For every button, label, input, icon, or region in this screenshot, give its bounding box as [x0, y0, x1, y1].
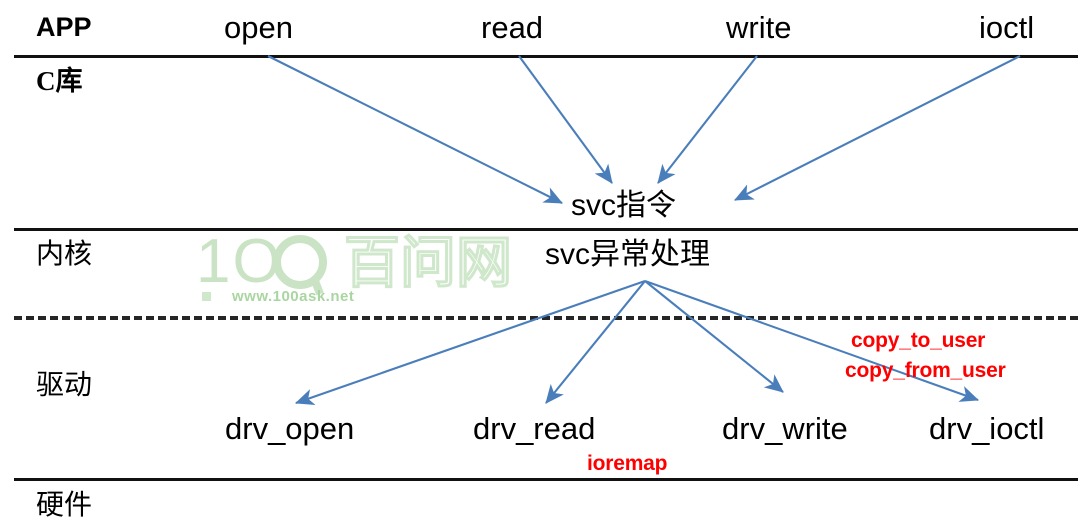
annotation-copy-from-user: copy_from_user: [845, 359, 1006, 382]
layer-label-app: APP: [36, 12, 92, 42]
app-call-read: read: [481, 10, 544, 45]
layer-label-hardware: 硬件: [36, 490, 93, 521]
divider-driver-hw: [14, 478, 1078, 481]
app-call-open: open: [224, 10, 293, 45]
svc-exception-node: svc异常处理: [545, 240, 710, 270]
svc-instruction-mnemonic: svc: [571, 189, 616, 222]
driver-call-drv-write: drv_write: [722, 411, 848, 446]
layer-label-driver: 驱动: [36, 370, 93, 401]
app-call-ioctl: ioctl: [979, 10, 1035, 45]
svc-exception-cjk: 异常处理: [590, 238, 710, 271]
driver-call-drv-read: drv_read: [473, 411, 596, 446]
annotation-copy-to-user: copy_to_user: [851, 329, 986, 352]
driver-call-drv-ioctl: drv_ioctl: [929, 411, 1045, 446]
annotation-ioremap: ioremap: [587, 452, 668, 475]
svc-instruction-cjk: 指令: [616, 189, 676, 222]
app-call-write: write: [726, 10, 792, 45]
driver-call-drv-open: drv_open: [225, 411, 355, 446]
svc-instruction-node: svc指令: [571, 191, 676, 221]
svc-exception-mnemonic: svc: [545, 238, 590, 271]
layer-label-clib: C库: [36, 66, 83, 96]
layer-label-kernel: 内核: [36, 239, 93, 270]
divider-clib-kernel: [14, 228, 1078, 231]
